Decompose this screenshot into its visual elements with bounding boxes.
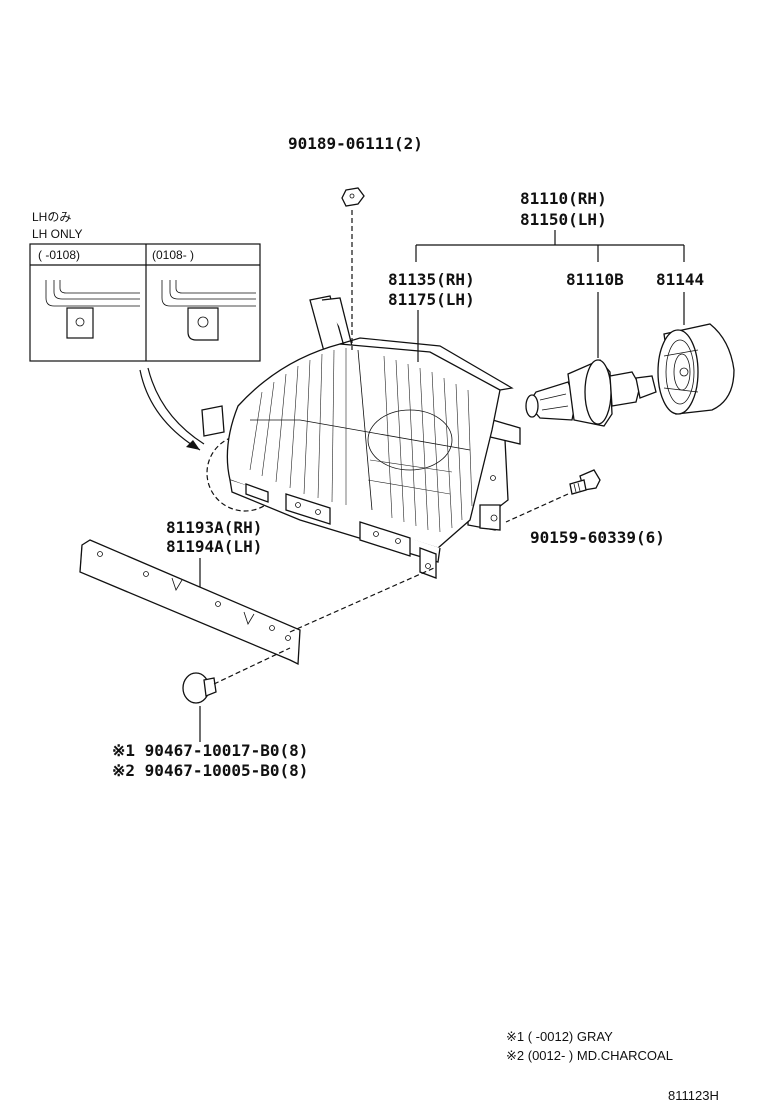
strip-mount-leader	[289, 567, 435, 633]
bulb-81110b	[525, 359, 657, 427]
inset-label-en: LH ONLY	[32, 227, 82, 241]
screw-90189	[341, 187, 365, 207]
label-81110b: 81110B	[566, 270, 624, 289]
label-90159: 90159-60339(6)	[530, 528, 665, 547]
label-81194a: 81194A(LH)	[166, 537, 262, 556]
weatherstrip-81193a	[79, 539, 301, 666]
label-81175: 81175(LH)	[388, 290, 475, 309]
inset-col-right: (0108- )	[152, 248, 194, 262]
inset-frame	[29, 243, 261, 362]
inset-label-jp: LHのみ	[32, 210, 71, 224]
screw-90159	[569, 469, 601, 495]
lh-only-inset: LHのみ LH ONLY ( -0108) (0108- )	[29, 210, 261, 362]
label-81144: 81144	[656, 270, 704, 289]
clip-90467	[182, 672, 217, 704]
label-81135: 81135(RH)	[388, 270, 475, 289]
footnote-2: ※2 (0012- ) MD.CHARCOAL	[506, 1048, 673, 1063]
label-81193a: 81193A(RH)	[166, 518, 262, 537]
label-clip-2: ※2 90467-10005-B0(8)	[112, 761, 308, 780]
assembly-bracket-lines	[415, 230, 685, 262]
clip-90467-dash-leader	[213, 647, 291, 685]
inset-col-left: ( -0108)	[38, 248, 80, 262]
inset-pointer-arrow	[139, 367, 205, 451]
label-90189: 90189-06111(2)	[288, 134, 423, 153]
label-clip-1: ※1 90467-10017-B0(8)	[112, 741, 308, 760]
figure-id: 811123H	[668, 1088, 719, 1103]
lens-hatching	[249, 348, 473, 533]
label-81110: 81110(RH)	[520, 189, 607, 208]
inset-right-sketch	[161, 280, 256, 341]
inset-left-sketch	[45, 280, 140, 339]
footnote-1: ※1 ( -0012) GRAY	[506, 1029, 613, 1044]
headlamp-assembly	[201, 295, 521, 579]
screw-90159-leader	[505, 493, 569, 523]
label-81150: 81150(LH)	[520, 210, 607, 229]
socket-cover-81144	[657, 323, 735, 415]
